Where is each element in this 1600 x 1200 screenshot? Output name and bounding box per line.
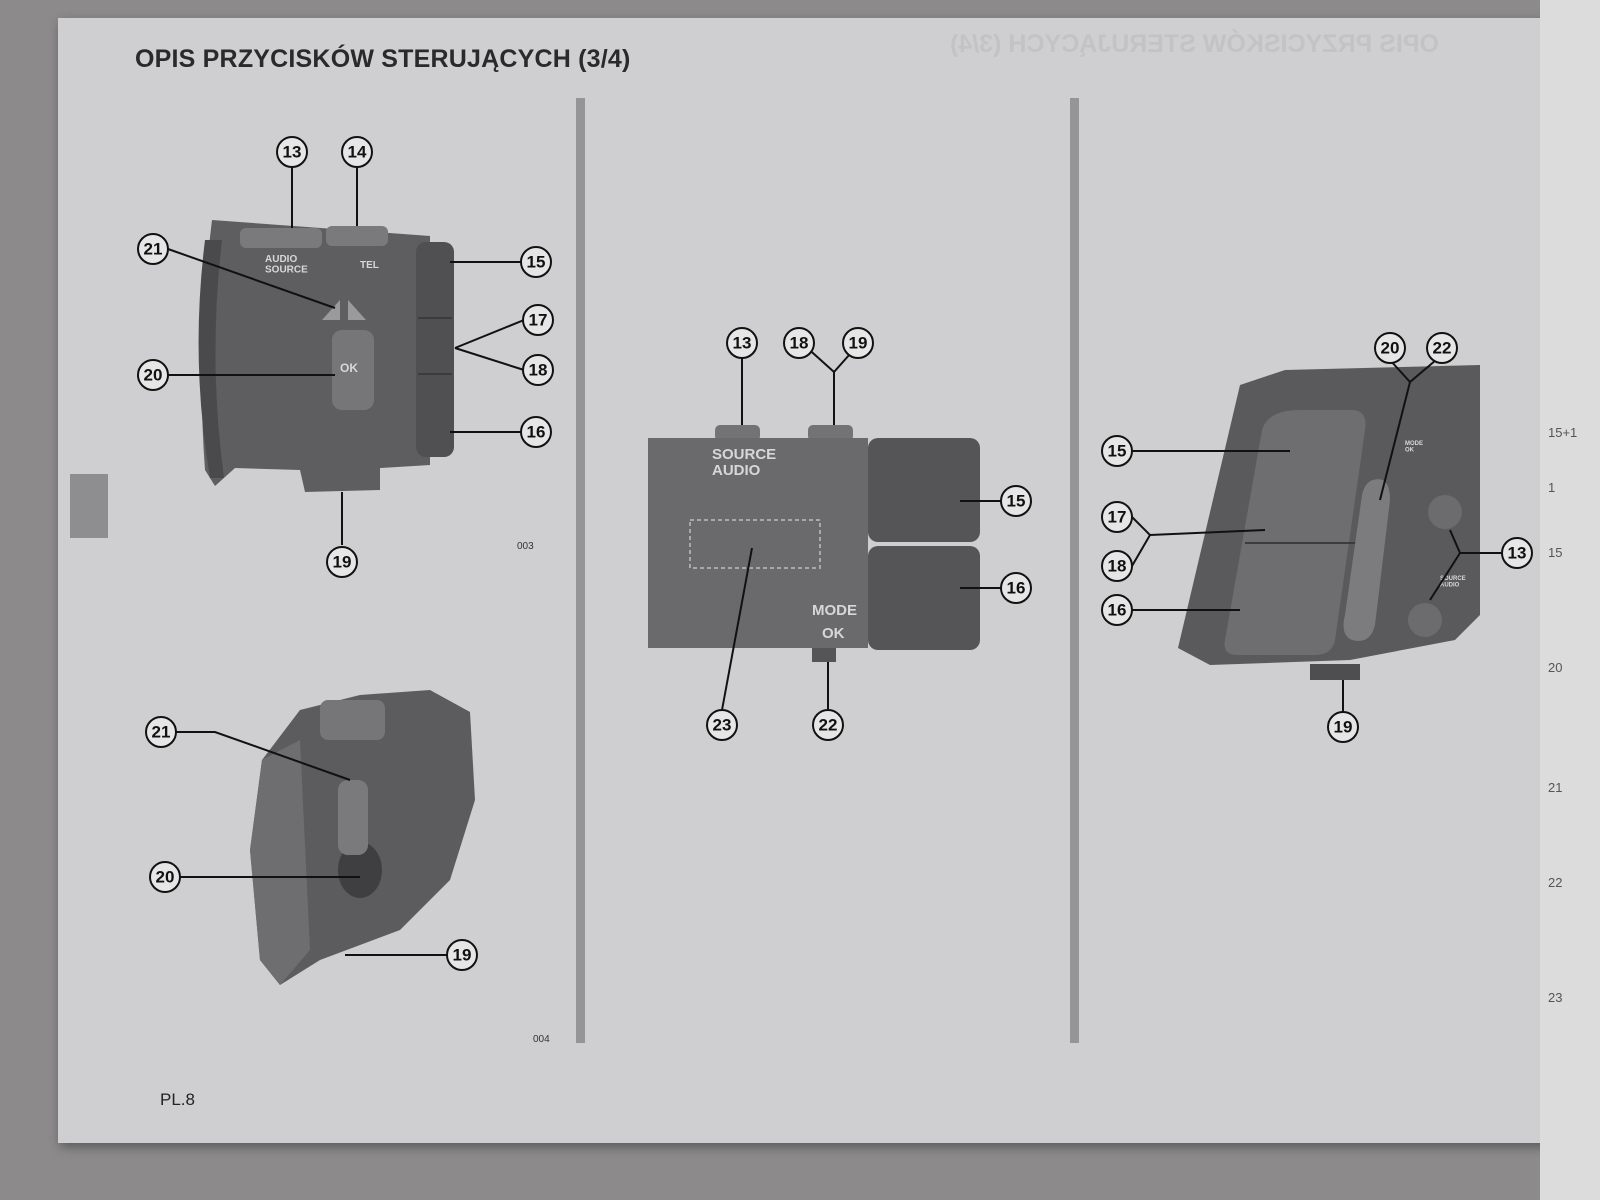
svg-text:18: 18 [529, 361, 548, 380]
svg-text:21: 21 [152, 723, 171, 742]
tel-label: TEL [360, 260, 379, 271]
svg-text:23: 23 [713, 716, 732, 735]
callout-18: 18 [784, 328, 814, 358]
callout-16: 16 [1001, 573, 1031, 603]
callout-22: 22 [813, 710, 843, 740]
callout-18: 18 [1102, 551, 1132, 581]
callout-17: 17 [1102, 502, 1132, 532]
callout-19: 19 [1328, 712, 1358, 742]
svg-text:19: 19 [453, 946, 472, 965]
svg-text:20: 20 [156, 868, 175, 887]
svg-text:18: 18 [790, 334, 809, 353]
svg-text:22: 22 [1433, 339, 1452, 358]
callout-15: 15 [1001, 486, 1031, 516]
svg-text:16: 16 [527, 423, 546, 442]
svg-text:13: 13 [733, 334, 752, 353]
callout-18: 18 [523, 355, 553, 385]
callout-16: 16 [1102, 595, 1132, 625]
ok-label: OK [340, 361, 358, 375]
callout-13: 13 [1502, 538, 1532, 568]
svg-text:14: 14 [348, 143, 367, 162]
figure-2-control [250, 690, 475, 985]
callout-22: 22 [1427, 333, 1457, 363]
svg-text:16: 16 [1108, 601, 1127, 620]
callout-19: 19 [327, 547, 357, 577]
svg-text:13: 13 [283, 143, 302, 162]
callout-17: 17 [523, 305, 553, 335]
svg-text:13: 13 [1508, 544, 1527, 563]
mode-label: MODE [812, 602, 857, 619]
callout-15: 15 [521, 247, 551, 277]
callout-13: 13 [277, 137, 307, 167]
svg-text:20: 20 [1381, 339, 1400, 358]
svg-text:21: 21 [144, 240, 163, 259]
svg-text:19: 19 [849, 334, 868, 353]
svg-text:20: 20 [144, 366, 163, 385]
svg-text:15: 15 [527, 253, 546, 272]
figure-3-control [648, 425, 980, 662]
callout-14: 14 [342, 137, 372, 167]
svg-text:17: 17 [529, 311, 548, 330]
callout-13: 13 [727, 328, 757, 358]
svg-text:19: 19 [1334, 718, 1353, 737]
callout-20: 20 [150, 862, 180, 892]
callout-23: 23 [707, 710, 737, 740]
ok-label: OK [822, 625, 845, 642]
svg-text:17: 17 [1108, 508, 1127, 527]
figure-1-control [199, 220, 454, 492]
callout-19: 19 [447, 940, 477, 970]
svg-text:22: 22 [819, 716, 838, 735]
callout-20: 20 [1375, 333, 1405, 363]
svg-text:18: 18 [1108, 557, 1127, 576]
callout-16: 16 [521, 417, 551, 447]
svg-text:16: 16 [1007, 579, 1026, 598]
callout-21: 21 [138, 234, 168, 264]
figure-4-control [1178, 365, 1480, 680]
svg-text:15: 15 [1108, 442, 1127, 461]
callout-19: 19 [843, 328, 873, 358]
callout-15: 15 [1102, 436, 1132, 466]
callout-20: 20 [138, 360, 168, 390]
callout-21: 21 [146, 717, 176, 747]
svg-text:15: 15 [1007, 492, 1026, 511]
svg-text:19: 19 [333, 553, 352, 572]
